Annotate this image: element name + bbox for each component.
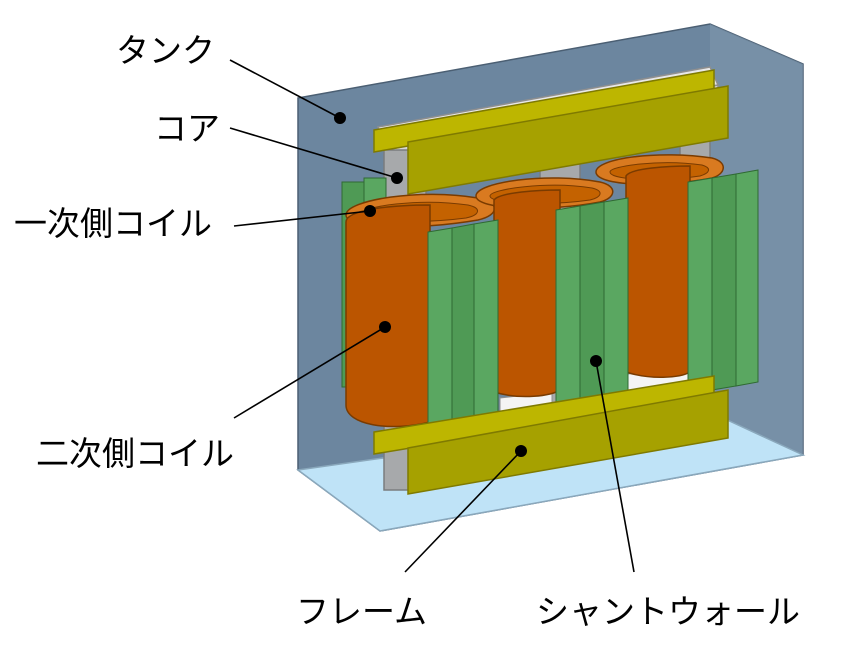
tank-dot	[334, 112, 346, 124]
top-frame	[373, 69, 729, 195]
bottom-frame	[373, 375, 729, 495]
leader-lines	[229, 59, 635, 573]
top-frame-front	[407, 85, 729, 195]
primary-coil-dot	[364, 205, 376, 217]
coil-right	[595, 154, 724, 379]
frame-leader-line	[404, 450, 522, 573]
tank-label: タンク	[116, 31, 215, 70]
frame-dot	[515, 445, 527, 457]
secondary-coil-left	[345, 204, 431, 428]
shunt-wall-dot	[590, 355, 602, 367]
bottom-frame-front	[407, 389, 729, 495]
leader-dots	[334, 112, 602, 457]
primary-coil-leader-line	[233, 210, 371, 227]
shunt-panel	[711, 173, 737, 391]
shunt-wall-label: シャントウォール	[536, 592, 800, 631]
core-dot	[391, 172, 403, 184]
primary-coil-label: 一次側コイル	[14, 204, 212, 243]
shunt-wall-leader-line	[595, 360, 635, 573]
secondary-coil-label: 二次側コイル	[36, 434, 234, 473]
shunt-panel	[687, 177, 713, 395]
shunt-panel	[427, 227, 453, 445]
shunt-panel	[603, 197, 629, 415]
secondary-coil-middle	[493, 189, 561, 398]
shunt-panel	[451, 223, 475, 441]
coil-middle	[475, 177, 614, 398]
frame-label: フレーム	[296, 592, 428, 631]
shunt-panel	[735, 169, 759, 387]
shunt-panel	[473, 219, 499, 437]
shunt-panel	[555, 205, 581, 423]
core-label: コア	[154, 109, 220, 148]
secondary-coil-dot	[379, 321, 391, 333]
tank-leader-line	[229, 59, 341, 119]
core-leader-line	[229, 127, 398, 179]
secondary-coil-right	[625, 165, 691, 379]
secondary-coil-leader-line	[233, 326, 386, 419]
shunt-walls	[427, 169, 759, 445]
